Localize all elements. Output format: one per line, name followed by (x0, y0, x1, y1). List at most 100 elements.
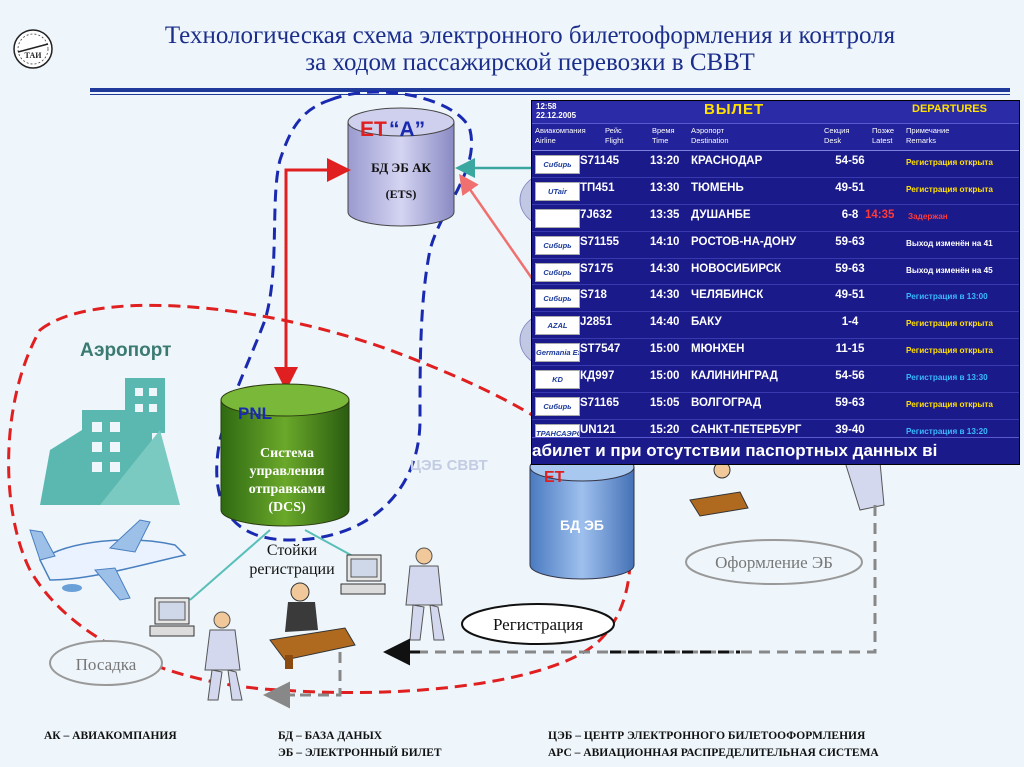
remark: Регистрация в 13:30 (906, 373, 988, 383)
flow-registration-boarding (275, 652, 342, 697)
destination: САНКТ-ПЕТЕРБУРГ (691, 423, 802, 436)
destination: ДУШАНБЕ (691, 208, 751, 221)
airline-logo: Сибирь (535, 289, 580, 309)
remark: Выход изменён на 45 (906, 265, 993, 275)
et-a-label: “А” (389, 118, 425, 141)
destination: МЮНХЕН (691, 343, 745, 356)
airline-logo: Сибирь (535, 155, 580, 174)
title-underline-thin (90, 94, 1010, 95)
pnl-label: PNL (238, 404, 272, 423)
legend-eb: ЭБ – ЭЛЕКТРОННЫЙ БИЛЕТ (278, 747, 442, 759)
airline-logo: Сибирь (535, 262, 580, 282)
remark: Регистрация открыта (906, 184, 993, 194)
logo-text: ТАИ (25, 51, 43, 60)
link-dcs-counter-left (189, 529, 271, 601)
airport-label: Аэропорт (80, 340, 171, 361)
flight-number: КД997 (580, 370, 615, 383)
desk-number: 54-56 (835, 370, 865, 383)
destination: ТЮМЕНЬ (691, 181, 744, 194)
passenger-figure-center (405, 547, 445, 641)
departure-time: 15:20 (650, 423, 680, 436)
title-underline-thick (90, 88, 1010, 92)
legend-bd: БД – БАЗА ДАНЫХ (278, 730, 383, 742)
db-ak-label: БД ЭБ АК (371, 160, 431, 175)
col-remarks: Примечание Remarks (906, 126, 950, 145)
remark: Регистрация открыта (906, 158, 993, 167)
airline-logo (535, 208, 580, 228)
desk-number: 49-51 (835, 289, 865, 302)
dcs-line-2: управления (249, 464, 324, 479)
destination: БАКУ (691, 316, 722, 329)
departure-time: 14:10 (650, 235, 680, 248)
dcs-line-4: (DCS) (268, 500, 306, 515)
title-line-2: за ходом пассажирской перевозки в СВВТ (305, 49, 755, 76)
col-flight: Рейс Flight (605, 126, 624, 145)
destination: НОВОСИБИРСК (691, 262, 782, 275)
airline-logo: Сибирь (535, 397, 580, 417)
later-time: 14:35 (865, 208, 895, 221)
destination: ВОЛГОГРАД (691, 397, 762, 410)
dcs-line-3: отправками (249, 482, 326, 497)
dcs-cylinder (220, 383, 350, 527)
flight-number: ST7547 (580, 343, 621, 356)
airline-logo: KD (535, 370, 580, 390)
desk-number: 59-63 (835, 262, 865, 275)
airline-logo: Сибирь (535, 235, 580, 255)
db-ak-cylinder (347, 107, 455, 227)
col-airline: Авиакомпания Airline (535, 126, 586, 145)
col-time: Время Time (652, 126, 675, 145)
remark: Регистрация открыта (906, 319, 993, 329)
board-date: 22.12.2005 (536, 111, 577, 120)
departure-time: 15:00 (650, 343, 680, 356)
issuing-label: Оформление ЭБ (715, 553, 833, 572)
passenger-figure-right (844, 461, 885, 511)
airport-zone-outline (7, 303, 632, 695)
legend-ars: АРС – АВИАЦИОННАЯ РАСПРЕДЕЛИТЕЛЬНАЯ СИСТ… (548, 747, 879, 759)
flight-number: UN121 (580, 423, 616, 436)
flight-number: S71165 (580, 397, 620, 410)
flow-issuing-registration (388, 505, 877, 654)
remark: Регистрация в 13:20 (906, 426, 988, 436)
board-header: 12:58 22.12.2005 ВЫЛЕТ DEPARTURES (532, 101, 1019, 124)
dcs-line-1: Система (260, 446, 314, 461)
desk-number: 11-15 (835, 343, 865, 356)
counters-line-1: Стойки (267, 542, 318, 559)
flight-number: 7J632 (580, 208, 612, 221)
legend-tseb: ЦЭБ – ЦЕНТР ЭЛЕКТРОННОГО БИЛЕТООФОРМЛЕНИ… (548, 730, 866, 742)
departure-time: 15:00 (650, 370, 680, 383)
counter-monitor-center (340, 554, 386, 595)
board-ticker: абилет и при отсутствии паспортных данны… (532, 437, 1019, 464)
flight-number: S71145 (580, 155, 620, 167)
remark: Регистрация в 13:00 (906, 292, 988, 302)
airport-building-icon (40, 378, 180, 505)
desk-number: 39-40 (835, 423, 865, 436)
flight-number: S718 (580, 289, 607, 302)
title-line-1: Технологическая схема электронного билет… (164, 22, 896, 49)
board-column-headers: Авиакомпания Airline Рейс Flight Время T… (532, 124, 1019, 151)
desk-number: 6-8 (841, 208, 859, 221)
flight-number: S71155 (580, 235, 620, 248)
db-eb-et-label: ЕТ (544, 469, 565, 486)
remark: Регистрация открыта (906, 400, 993, 410)
boarding-label: Посадка (76, 655, 137, 674)
board-title-ru: ВЫЛЕТ (704, 101, 765, 118)
passenger-figure-left (204, 611, 243, 701)
flight-number: S7175 (580, 262, 614, 275)
col-destination: Аэропорт Destination (691, 126, 729, 145)
destination: КАЛИНИНГРАД (691, 370, 778, 383)
legend: АК – АВИАКОМПАНИЯ БД – БАЗА ДАНЫХ ЭБ – Э… (0, 728, 1024, 767)
issuing-oval (685, 539, 863, 585)
desk-number: 49-51 (835, 181, 865, 194)
remark: Задержан (908, 211, 948, 221)
agent-figure-right (689, 461, 749, 517)
remark: Выход изменён на 41 (906, 238, 993, 248)
board-row: Germania ExpressST754715:00МЮНХЕН11-15Ре… (532, 339, 1019, 367)
airline-logo: UTair (535, 181, 580, 201)
flight-number: ТП451 (580, 181, 615, 194)
